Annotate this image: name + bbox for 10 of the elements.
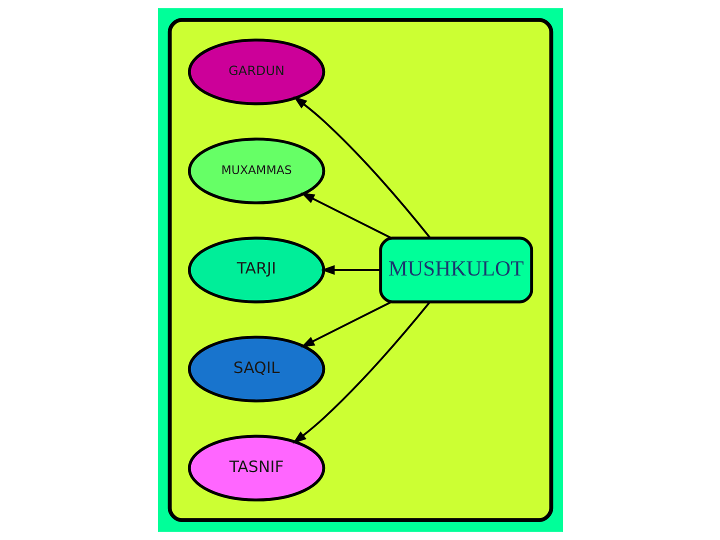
arrow (320, 265, 380, 275)
arrow (300, 192, 392, 239)
cluster (167, 18, 553, 522)
arrow (292, 301, 430, 444)
node-box: MUSHKULOT (378, 236, 533, 304)
arrow (292, 96, 430, 239)
arrow (300, 301, 392, 348)
node-ellipse: TARJI (187, 236, 325, 304)
node-ellipse: GARDUN (187, 38, 325, 106)
node-ellipse: TASNIF (187, 434, 325, 502)
